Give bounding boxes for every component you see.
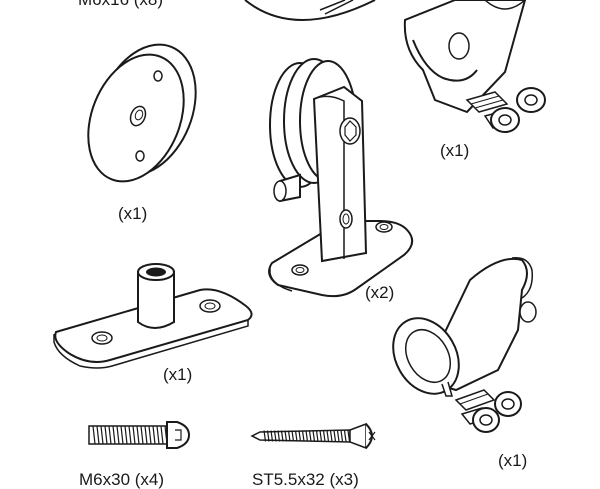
pipe-clamp-bottom-icon	[392, 257, 537, 433]
st5-5x32-screw-icon	[250, 422, 376, 450]
screw-label: ST5.5x32 (x3)	[252, 470, 359, 489]
guide-quantity-label: (x1)	[163, 365, 193, 384]
roller-wheel-bracket-icon	[268, 58, 414, 298]
clamp-bottom-quantity-label: (x1)	[498, 451, 528, 470]
m6x30-bolt-icon	[88, 421, 191, 449]
clamp-top-quantity-label: (x1)	[440, 141, 470, 160]
bolt-label: M6x30 (x4)	[79, 470, 165, 489]
top-partial-label: M6x16 (x8)	[78, 0, 163, 8]
pipe-clamp-top-icon	[403, 0, 546, 133]
disc-quantity-label: (x1)	[118, 204, 148, 223]
partial-circle-icon	[244, 0, 376, 21]
roller-quantity-label: (x2)	[365, 283, 395, 302]
round-disc-plate-icon	[87, 43, 197, 183]
floor-guide-plate-icon	[53, 263, 253, 369]
